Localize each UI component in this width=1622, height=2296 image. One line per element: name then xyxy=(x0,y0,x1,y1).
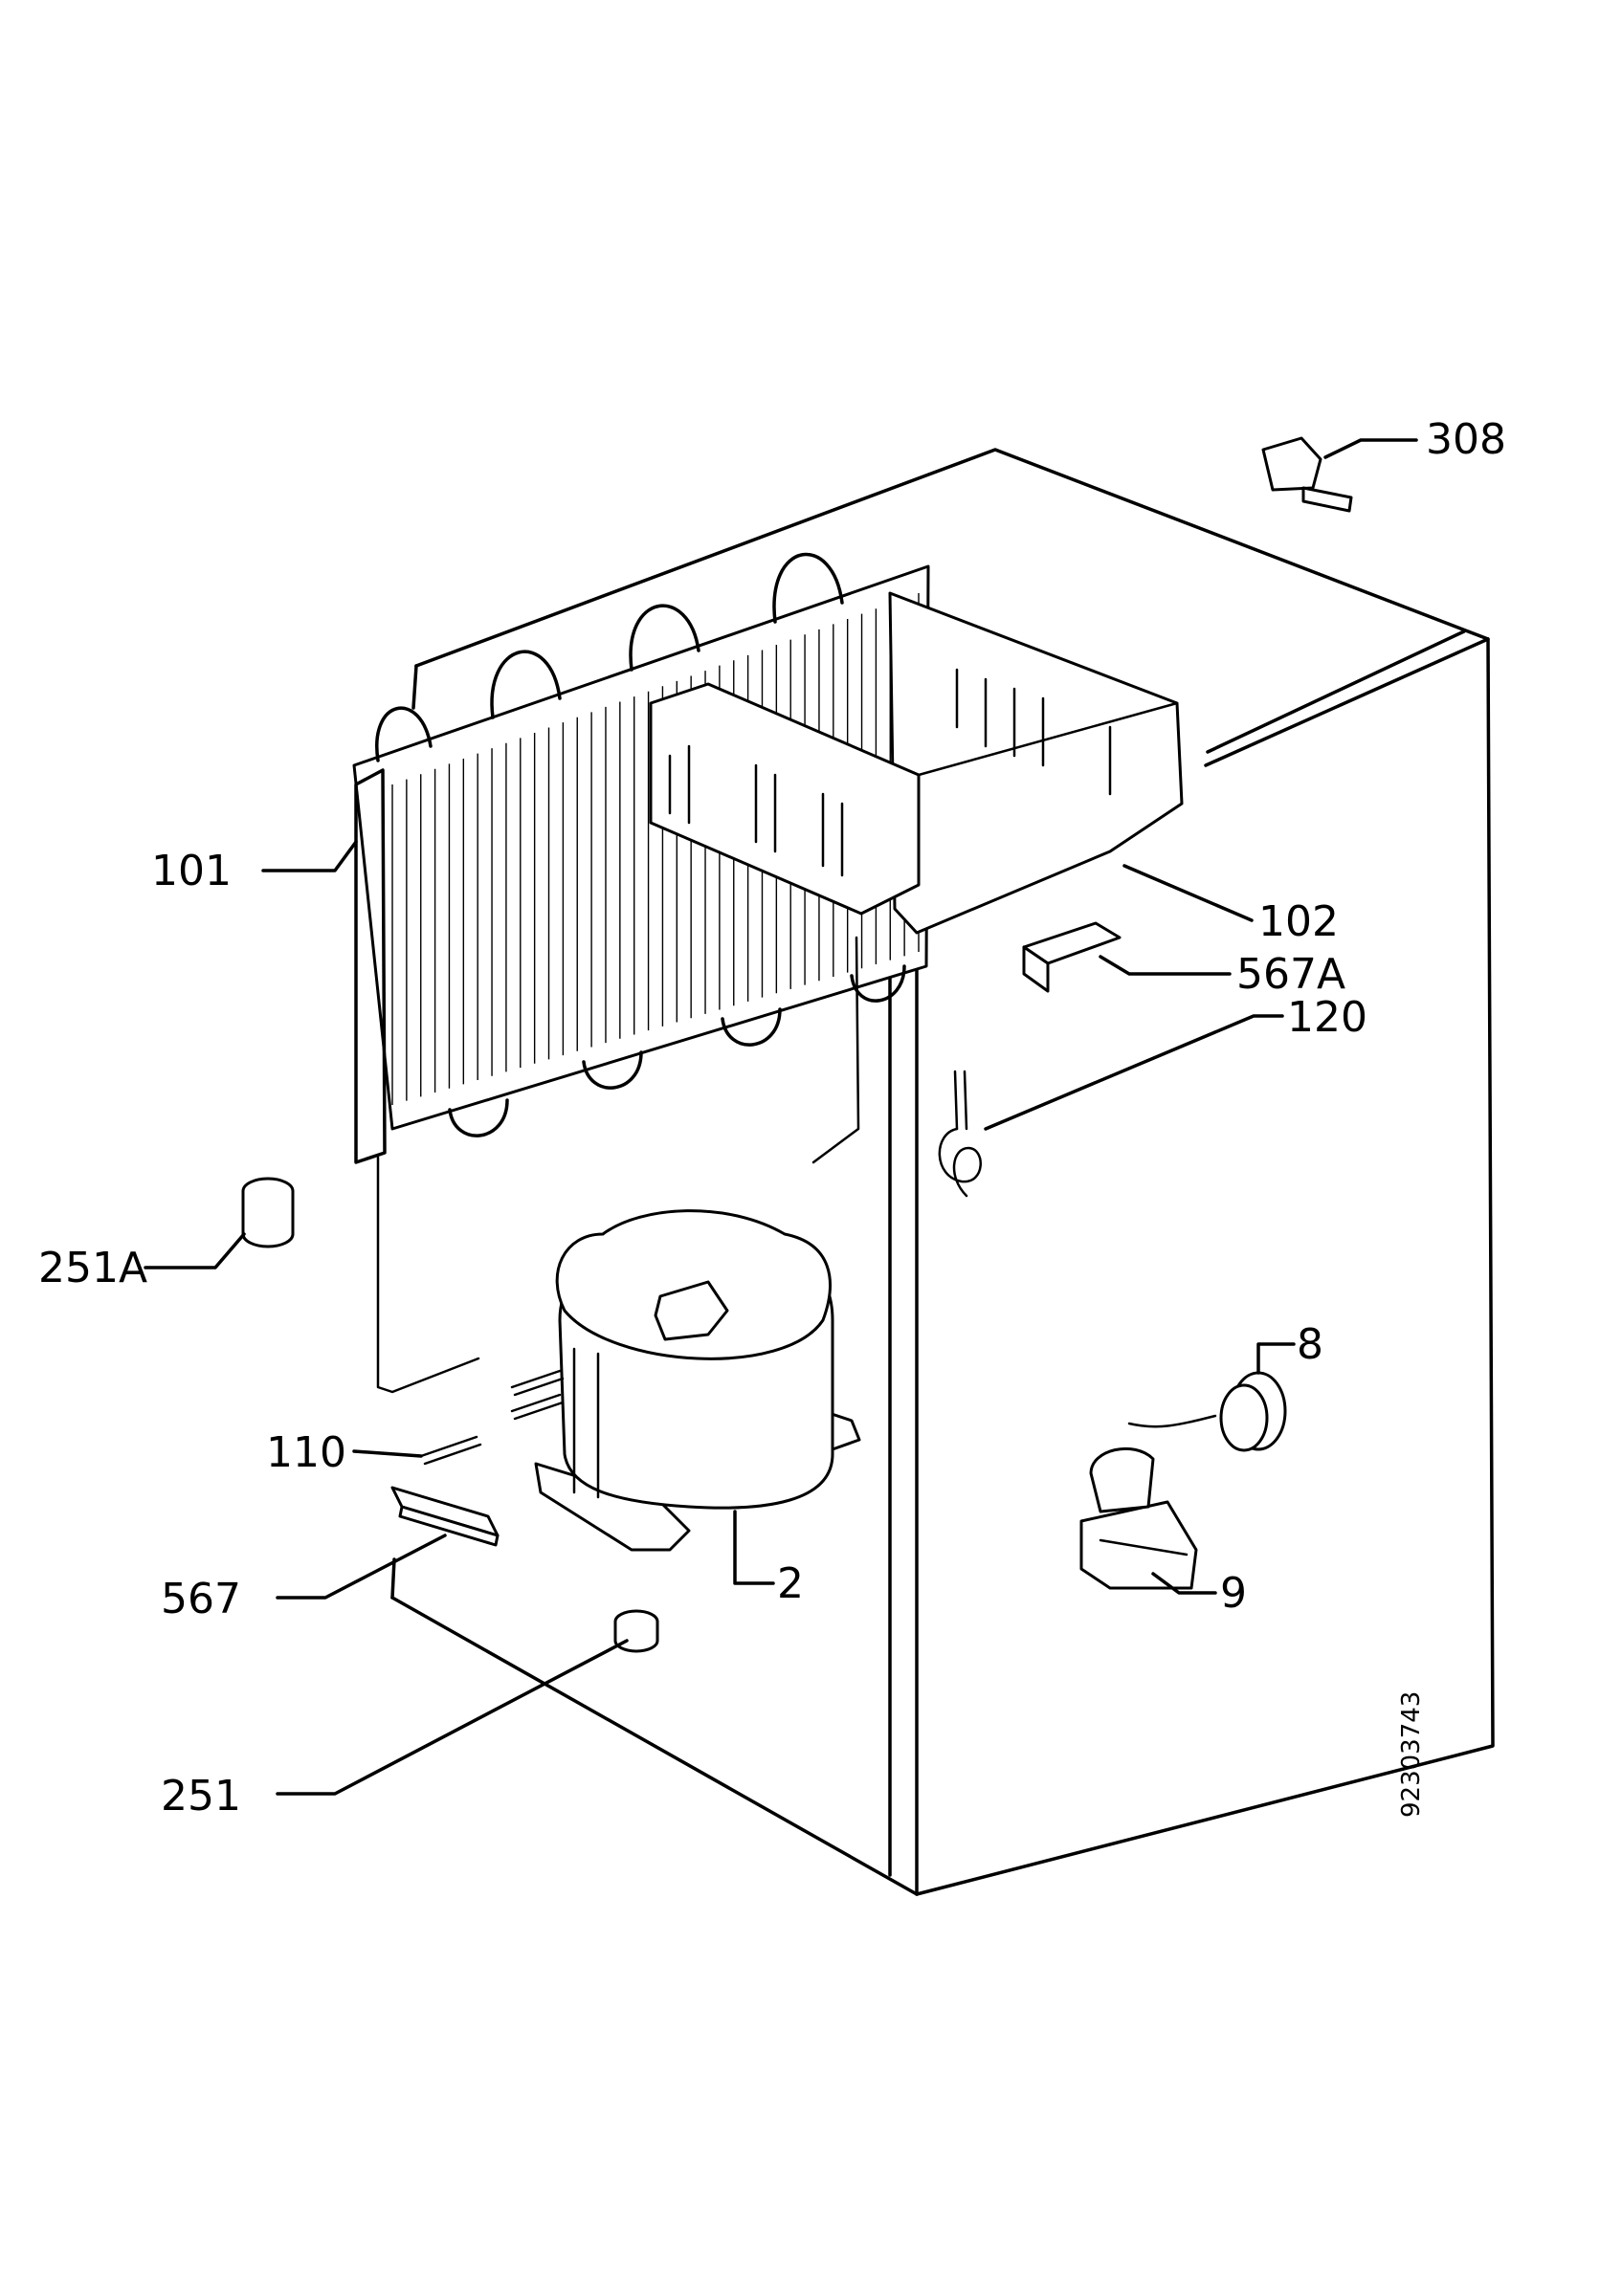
part-labels: 308 101 102 567A 120 251A 8 110 567 2 9 … xyxy=(38,415,1506,1821)
part-567 xyxy=(390,1486,500,1547)
label-251: 251 xyxy=(161,1772,241,1821)
label-9: 9 xyxy=(1220,1569,1247,1618)
label-251a: 251A xyxy=(38,1244,147,1292)
cabinet xyxy=(390,448,1495,1896)
part-251a xyxy=(241,1177,295,1248)
part-110 xyxy=(419,1369,565,1466)
label-101: 101 xyxy=(151,847,232,895)
part-251 xyxy=(613,1609,659,1653)
label-2: 2 xyxy=(777,1559,804,1608)
label-102: 102 xyxy=(1258,897,1339,946)
document-number: 92303743 xyxy=(1397,1691,1426,1818)
label-308: 308 xyxy=(1426,415,1506,464)
label-8: 8 xyxy=(1297,1320,1323,1369)
part-120 xyxy=(938,1070,982,1198)
label-110: 110 xyxy=(266,1428,346,1477)
part-567a xyxy=(1022,921,1122,993)
label-120: 120 xyxy=(1287,993,1367,1042)
label-567a: 567A xyxy=(1236,950,1345,999)
part-308 xyxy=(1261,436,1353,513)
part-8 xyxy=(1127,1371,1287,1452)
compressor-bracket xyxy=(649,591,1184,935)
part-9 xyxy=(1079,1446,1198,1590)
leader-lines xyxy=(144,438,1418,1796)
compressor xyxy=(534,1209,861,1552)
label-567: 567 xyxy=(161,1575,241,1623)
